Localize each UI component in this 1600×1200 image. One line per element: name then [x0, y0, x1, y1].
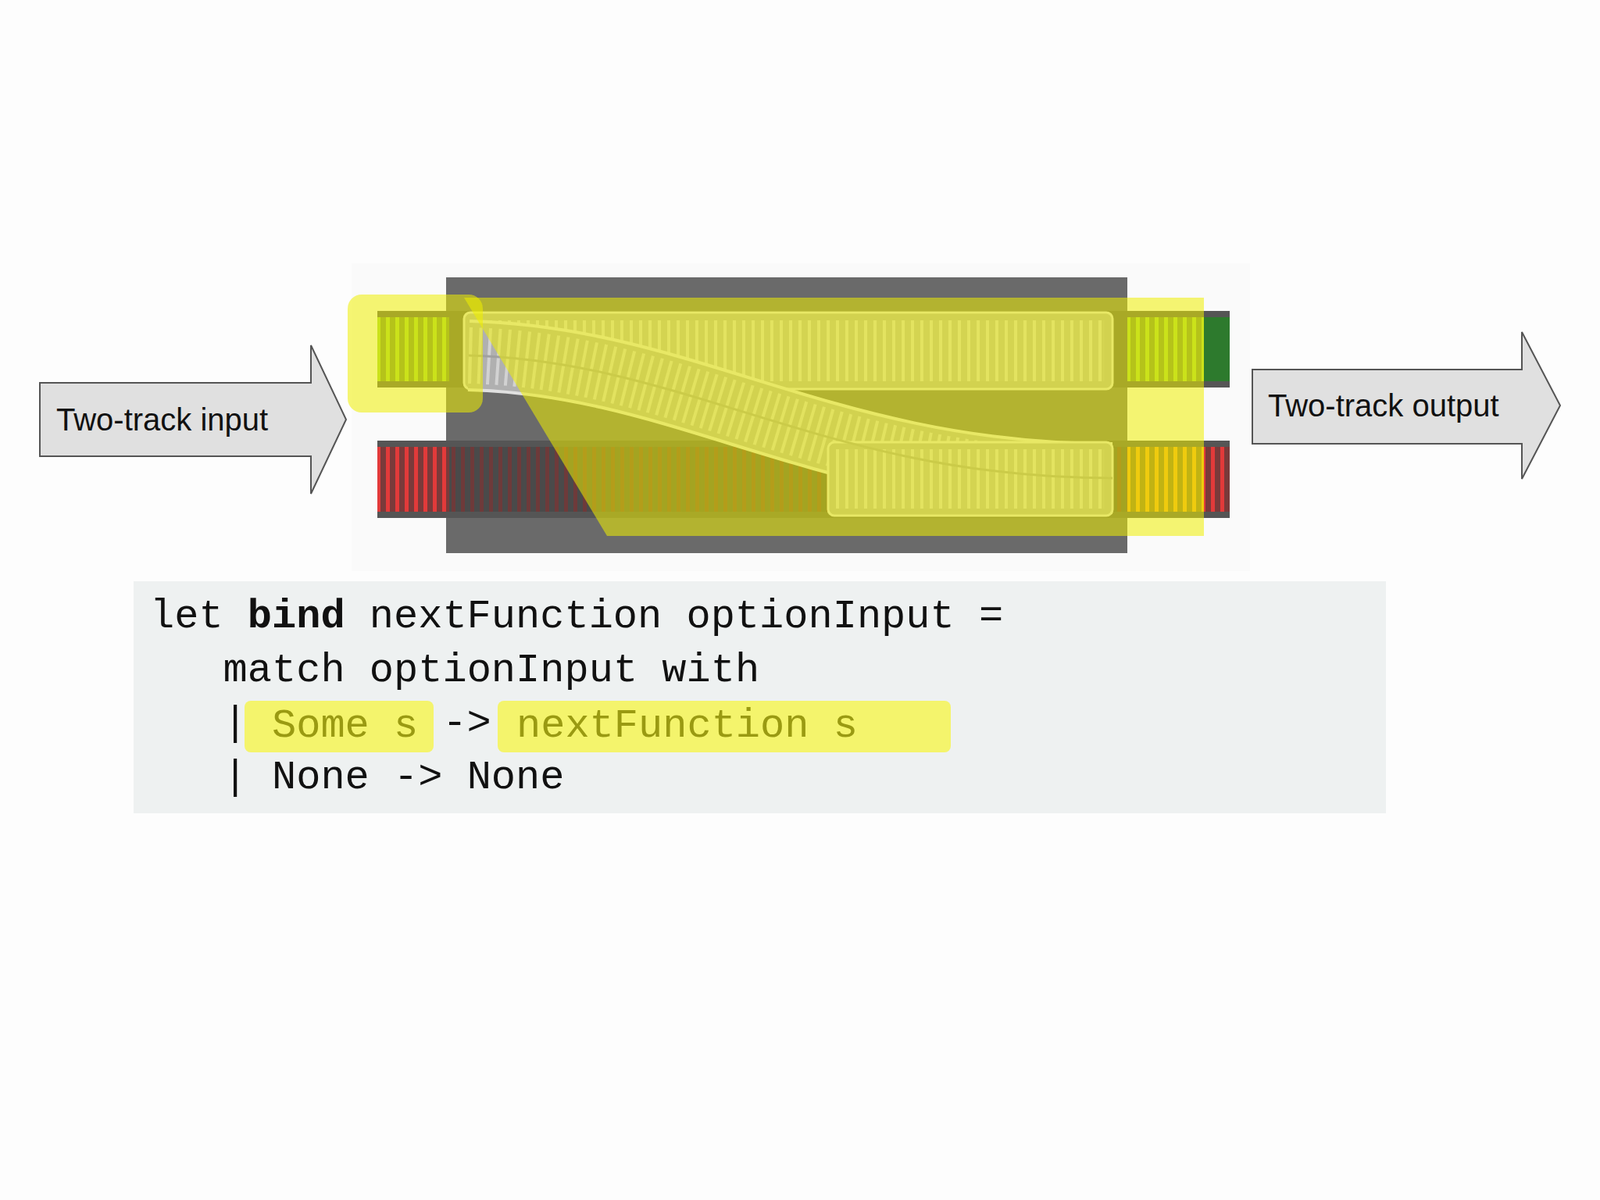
image-ground: [351, 263, 1250, 572]
code-text: match optionInput with: [223, 645, 761, 697]
bottom-track-ties: [377, 446, 450, 512]
highlight-region: [347, 294, 483, 413]
code-text: | None -> None: [223, 752, 565, 804]
code-text: Some s: [271, 700, 418, 753]
arrow-outline: [1252, 332, 1561, 479]
code-text: let: [150, 591, 224, 643]
arrow-outline: [39, 345, 347, 494]
bottom-track-end: [1203, 446, 1230, 512]
highlight-box: Some s: [244, 700, 434, 753]
input-arrow: Two-track input: [39, 344, 347, 495]
arrow-label: Two-track output: [1267, 387, 1500, 424]
top-track-end: [1203, 317, 1230, 382]
code-text: nextFunction s: [516, 700, 858, 753]
highlight-region: [464, 297, 1204, 536]
output-arrow: Two-track output: [1251, 331, 1561, 480]
arrow-label: Two-track input: [56, 401, 268, 438]
code-text: ->: [442, 698, 491, 750]
highlight-box: nextFunction s: [497, 700, 951, 753]
code-block: letbind nextFunction optionInput =match o…: [133, 581, 1386, 814]
code-text: bind: [247, 591, 346, 643]
code-text: nextFunction optionInput =: [369, 591, 1004, 643]
